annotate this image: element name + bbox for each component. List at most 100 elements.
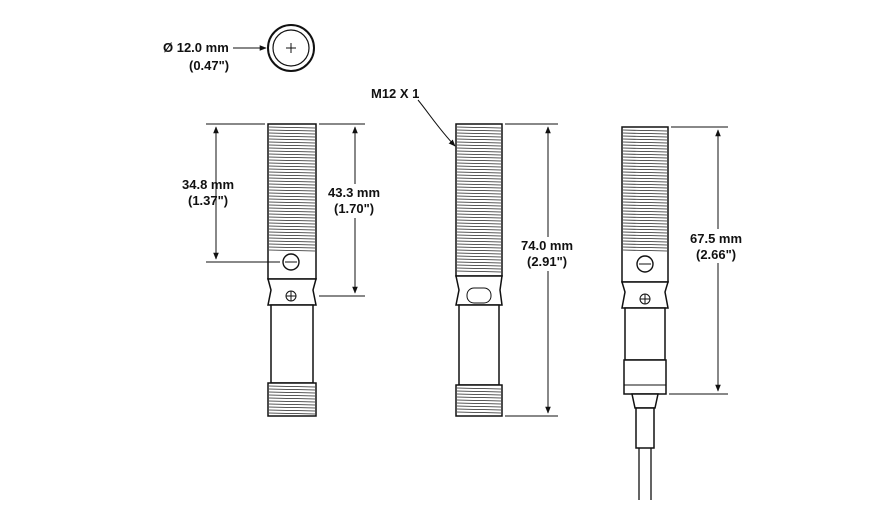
thread-line [456,210,502,213]
thread-line [268,159,316,162]
thread-line [622,240,668,243]
window-slot [466,287,492,304]
thread-line [268,228,316,231]
end-view: Ø 12.0 mm (0.47") [163,24,315,73]
thread-line [622,231,668,234]
thread-line [622,153,668,156]
thread-line [456,159,502,162]
thread-line [268,225,316,228]
thread-line [456,207,502,210]
thread-line [622,219,668,222]
thread-line [456,267,502,270]
sensor-left: 34.8 mm (1.37") 43.3 mm (1.70") [182,123,388,417]
thread-line [456,231,502,234]
thread-line [622,207,668,210]
thread-line [622,237,668,240]
thread-line [622,132,668,135]
thread-line [456,240,502,243]
thread-line [456,393,502,396]
shaft [458,304,500,386]
thread-line [268,180,316,183]
thread-line [456,246,502,249]
cable-boot [635,407,655,449]
thread-line [622,213,668,216]
thread-line [456,243,502,246]
thread-label: M12 X 1 [371,86,419,101]
connector-threads [456,387,502,414]
thread-line [622,243,668,246]
diameter-label-in: (0.47") [189,58,229,73]
thread-line [622,204,668,207]
thread-line [456,189,502,192]
thread-line [268,394,316,397]
thread-line [268,153,316,156]
thread-line [268,243,316,246]
thread-line [456,405,502,408]
thread-line [622,189,668,192]
strain-relief [631,393,659,409]
thread-line [268,147,316,150]
thread-line [456,171,502,174]
thread-line [456,141,502,144]
thread-line [456,168,502,171]
thread-line [456,174,502,177]
thread-line [268,222,316,225]
thread-line [456,183,502,186]
thread-line [622,222,668,225]
thread-line [622,129,668,132]
thread-line [622,249,668,252]
dim-43-label: 43.3 mm [328,185,380,200]
dim-67-label-in: (2.66") [696,247,736,262]
thread-line [622,165,668,168]
diameter-label: Ø 12.0 mm [163,40,229,55]
thread-line [622,210,668,213]
thread-line [268,213,316,216]
thread-line [622,171,668,174]
thread-line [268,195,316,198]
thread-line [268,397,316,400]
thread-line [456,204,502,207]
thread-line [456,261,502,264]
thread-line [268,168,316,171]
thread-line [268,201,316,204]
thread-line [622,144,668,147]
thread-line [268,406,316,409]
thread-line [268,400,316,403]
thread-line [456,129,502,132]
thread-line [268,126,316,129]
thread-line [268,385,316,388]
thread-line [456,387,502,390]
dim-34-label-in: (1.37") [188,193,228,208]
thread-line [456,249,502,252]
thread-line [456,180,502,183]
thread-line [268,138,316,141]
thread-line [622,195,668,198]
thread-line [268,204,316,207]
thread-lines [456,126,502,273]
thread-line [622,228,668,231]
thread-line [456,252,502,255]
thread-line [456,138,502,141]
dim-67-label: 67.5 mm [690,231,742,246]
thread-line [622,180,668,183]
thread-line [456,396,502,399]
thread-line [456,195,502,198]
thread-line [268,165,316,168]
thread-line [456,132,502,135]
connector-threads [268,385,316,415]
thread-line [456,225,502,228]
thread-line [622,156,668,159]
thread-line [456,390,502,393]
thread-lines [268,126,316,252]
thread-line [456,144,502,147]
thread-line [456,213,502,216]
thread-line [622,135,668,138]
thread-line [456,201,502,204]
thread-line [456,228,502,231]
thread-line [622,201,668,204]
thread-line [268,132,316,135]
dim-67-bg [690,229,752,263]
thread-line [456,255,502,258]
thread-line [268,216,316,219]
dim-74-label: 74.0 mm [521,238,573,253]
